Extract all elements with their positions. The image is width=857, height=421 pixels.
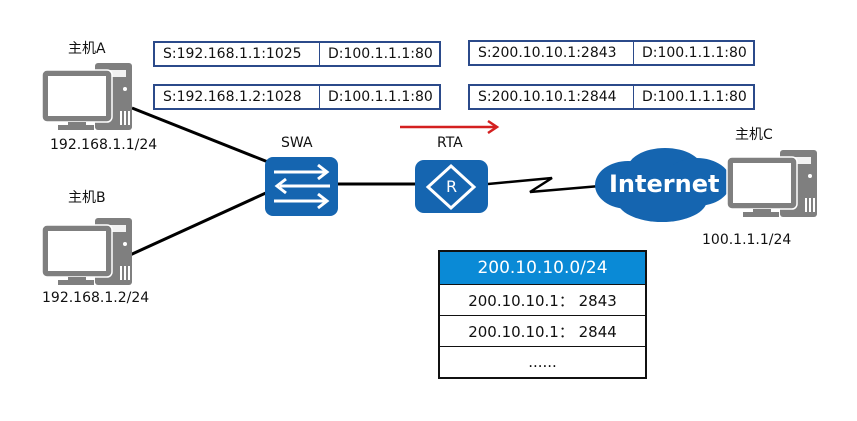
nat-address-pool-table: 200.10.10.0/24 200.10.10.1： 2843 200.10.…: [438, 250, 647, 379]
host-c-ip: 100.1.1.1/24: [702, 232, 792, 248]
packet-destination: D:100.1.1.1:80: [328, 89, 433, 105]
packet-source: S:200.10.10.1:2843: [470, 42, 634, 64]
packet-destination: D:100.1.1.1:80: [328, 46, 433, 62]
table-header: 200.10.10.0/24: [440, 252, 645, 284]
host-a-name: 主机A: [68, 41, 106, 57]
switch-icon: [265, 157, 338, 216]
packet-source: S:200.10.10.1:2844: [470, 86, 634, 108]
switch-label: SWA: [281, 135, 313, 151]
packet-inside-2: S:192.168.1.2:1028 D:100.1.1.1:80: [153, 84, 441, 110]
table-row: ......: [440, 346, 645, 377]
packet-destination: D:100.1.1.1:80: [642, 89, 747, 105]
serial-link-rta-internet: [487, 176, 601, 194]
pc-icon-host-c: [726, 149, 818, 218]
packet-outside-2: S:200.10.10.1:2844 D:100.1.1.1:80: [468, 84, 755, 110]
pc-icon-host-a: [41, 62, 133, 131]
internet-label: Internet: [609, 170, 720, 198]
arrow-right-icon: [400, 119, 500, 135]
host-a-ip: 192.168.1.1/24: [50, 137, 158, 153]
table-row: 200.10.10.1： 2843: [440, 284, 645, 315]
router-glyph: R: [446, 177, 458, 196]
packet-source: S:192.168.1.1:1025: [155, 43, 320, 65]
host-b-ip: 192.168.1.2/24: [42, 290, 150, 306]
host-c-name: 主机C: [735, 127, 773, 143]
router-label: RTA: [437, 135, 463, 151]
host-b-name: 主机B: [68, 190, 106, 206]
cloud-icon: [595, 148, 731, 222]
pc-icon-host-b: [41, 217, 133, 286]
table-row: 200.10.10.1： 2844: [440, 315, 645, 346]
packet-outside-1: S:200.10.10.1:2843 D:100.1.1.1:80: [468, 40, 755, 66]
link-b-swa: [129, 190, 269, 257]
router-icon: [415, 160, 488, 213]
link-a-swa: [131, 106, 269, 164]
packet-source: S:192.168.1.2:1028: [155, 86, 320, 108]
packet-destination: D:100.1.1.1:80: [642, 45, 747, 61]
packet-inside-1: S:192.168.1.1:1025 D:100.1.1.1:80: [153, 41, 441, 67]
